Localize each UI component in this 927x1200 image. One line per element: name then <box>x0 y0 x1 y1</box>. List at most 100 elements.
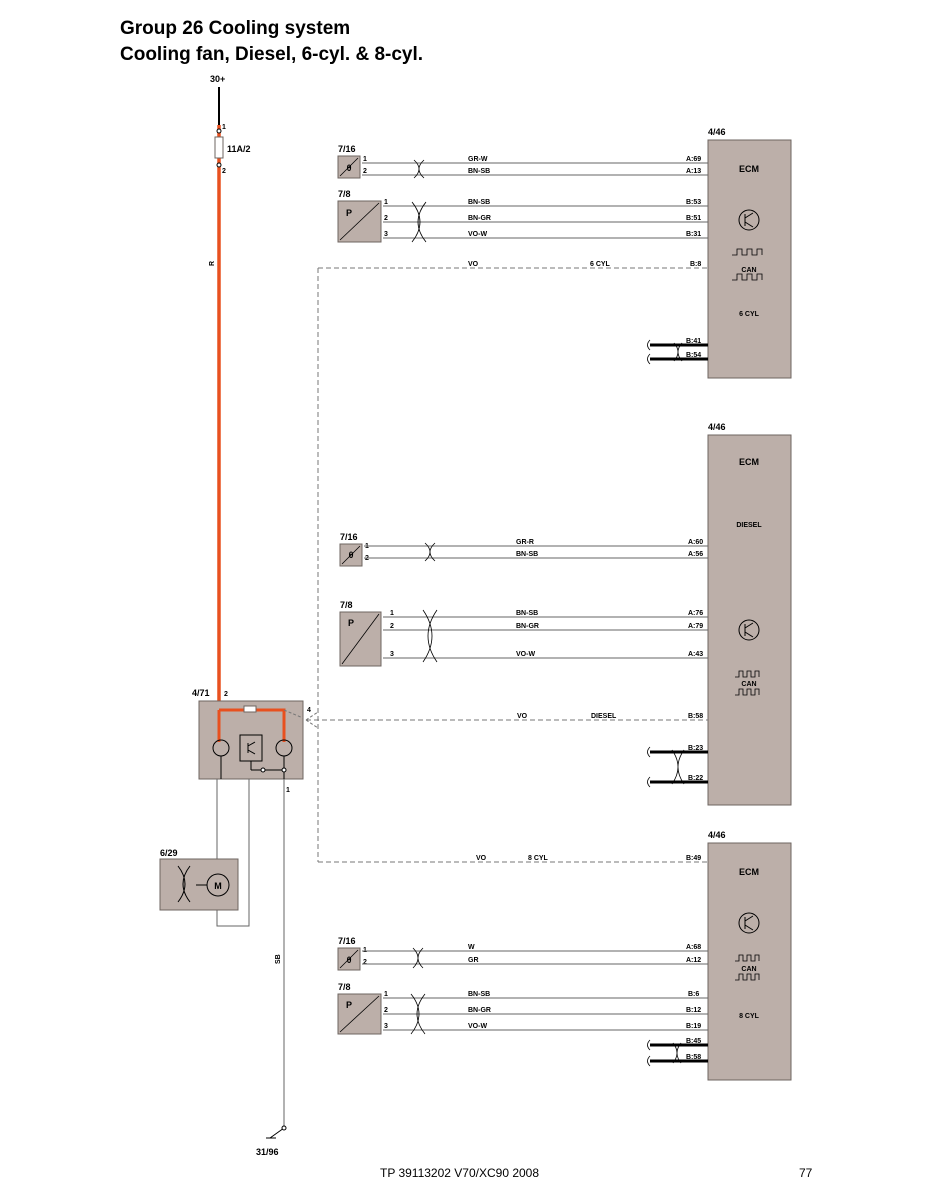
fan-module-pin-supply: 2 <box>224 691 228 698</box>
can-signal-icon <box>732 273 763 281</box>
transistor-icon <box>738 619 760 641</box>
wire-color: GR-W <box>468 156 488 163</box>
wire-color: GR-R <box>516 539 534 546</box>
ecm-6cyl-box <box>707 139 792 379</box>
ecm-pin: B:8 <box>690 261 701 268</box>
internal-fuse <box>243 705 257 713</box>
pin-label: 1 <box>363 156 367 163</box>
ecm-pin: A:69 <box>686 156 701 163</box>
wire-color: BN-GR <box>468 215 491 222</box>
pressure-sensor-6cyl-symbol: P <box>346 208 352 218</box>
ecm-pin: B:45 <box>686 1038 701 1045</box>
wire-color: W <box>468 944 475 951</box>
wire-color: BN-SB <box>468 199 490 206</box>
fan-icon <box>177 865 191 903</box>
ecm-pin: A:79 <box>688 623 703 630</box>
wire-color: BN-SB <box>516 551 538 558</box>
fan-module-pin-signal: 4 <box>307 707 311 714</box>
fan-module-id: 4/71 <box>192 688 210 698</box>
wire-color: BN-SB <box>516 610 538 617</box>
transistor-icon <box>738 209 760 231</box>
twisted-pair-icon <box>672 1042 682 1064</box>
pressure-sensor-8cyl-id: 7/8 <box>338 982 351 992</box>
ecm-pin: B:6 <box>688 991 699 998</box>
can-signal-icon <box>732 248 763 256</box>
variant-label: 8 CYL <box>528 855 549 862</box>
variant-label: DIESEL <box>591 713 617 720</box>
ecm-pin: A:12 <box>686 957 701 964</box>
fan-motor-id: 6/29 <box>160 848 178 858</box>
twisted-pair-icon <box>671 749 685 785</box>
ecm-6cyl-name: ECM <box>739 164 759 174</box>
fuse-id: 11A/2 <box>227 144 251 154</box>
page-title: Group 26 Cooling system <box>120 18 351 39</box>
pin-label: 1 <box>390 610 394 617</box>
ecm-pin: B:58 <box>686 1054 701 1061</box>
twisted-pair-icon <box>413 159 425 179</box>
twisted-pair-icon <box>410 993 426 1035</box>
wire-color: BN-SB <box>468 168 490 175</box>
ecm-pin: B:22 <box>688 775 703 782</box>
pin-label: 2 <box>363 168 367 175</box>
wire-color: VO-W <box>468 1023 487 1030</box>
pressure-sensor-8cyl-symbol: P <box>346 1000 352 1010</box>
ecm-8cyl-id: 4/46 <box>708 830 726 840</box>
ecm-pin: B:49 <box>686 855 701 862</box>
ecm-diesel-name: ECM <box>739 457 759 467</box>
ecm-pin: A:68 <box>686 944 701 951</box>
pin-label: 3 <box>384 1023 388 1030</box>
ecm-6cyl-can-label: CAN <box>741 267 756 274</box>
twisted-pair-icon <box>673 342 683 362</box>
pin-label: 3 <box>384 231 388 238</box>
wire-color: VO <box>517 713 528 720</box>
pressure-sensor-6cyl-id: 7/8 <box>338 189 351 199</box>
ecm-pin: B:54 <box>686 352 701 359</box>
wire-color: VO <box>476 855 487 862</box>
temp-sensor-8cyl-symbol: θ <box>347 955 352 965</box>
supply-label: 30+ <box>210 74 225 84</box>
temp-sensor-diesel-id: 7/16 <box>340 532 358 542</box>
pin-label: 2 <box>384 215 388 222</box>
ecm-pin: A:43 <box>688 651 703 658</box>
fuse-pin-in-label: 1 <box>222 124 226 131</box>
wire-color: VO-W <box>468 231 487 238</box>
ground-symbol <box>266 1127 285 1139</box>
wire-color: BN-SB <box>468 991 490 998</box>
ecm-pin: B:31 <box>686 231 701 238</box>
ecm-8cyl-name: ECM <box>739 867 759 877</box>
ecm-diesel-id: 4/46 <box>708 422 726 432</box>
wire-color: VO-W <box>516 651 535 658</box>
pin-label: 2 <box>384 1007 388 1014</box>
ecm-pin: B:19 <box>686 1023 701 1030</box>
footer-page-number: 77 <box>799 1166 813 1180</box>
ecm-pin: B:51 <box>686 215 701 222</box>
wire-color: BN-GR <box>468 1007 491 1014</box>
can-signal-icon <box>735 670 760 678</box>
ecm-pin: B:41 <box>686 338 701 345</box>
wire-color: GR <box>468 957 479 964</box>
pin-label: 1 <box>384 991 388 998</box>
wire-color: VO <box>468 261 479 268</box>
temp-sensor-6cyl-symbol: θ <box>347 163 352 173</box>
motor-wires <box>216 779 250 927</box>
fuse-pin-out-label: 2 <box>222 168 226 175</box>
ground-wire-color: SB <box>275 954 282 964</box>
wire-color: BN-GR <box>516 623 539 630</box>
twisted-pair-icon <box>411 201 427 243</box>
variant-label: 6 CYL <box>590 261 611 268</box>
twisted-pair-icon <box>424 542 436 562</box>
fuse-symbol <box>214 136 224 159</box>
can-signal-icon <box>735 954 760 962</box>
ecm-pin: B:58 <box>688 713 703 720</box>
pin-label: 3 <box>390 651 394 658</box>
temp-sensor-6cyl-id: 7/16 <box>338 144 356 154</box>
ecm-8cyl-box <box>707 842 792 1081</box>
power-wire-color: R <box>209 261 216 266</box>
twisted-pair-icon <box>422 609 438 663</box>
temp-sensor-8cyl-id: 7/16 <box>338 936 356 946</box>
footer-doc-ref: TP 39113202 V70/XC90 2008 <box>380 1166 540 1180</box>
pin-label: 2 <box>363 959 367 966</box>
motor-symbol: M <box>214 881 222 891</box>
ecm-8cyl-can-label: CAN <box>741 966 756 973</box>
